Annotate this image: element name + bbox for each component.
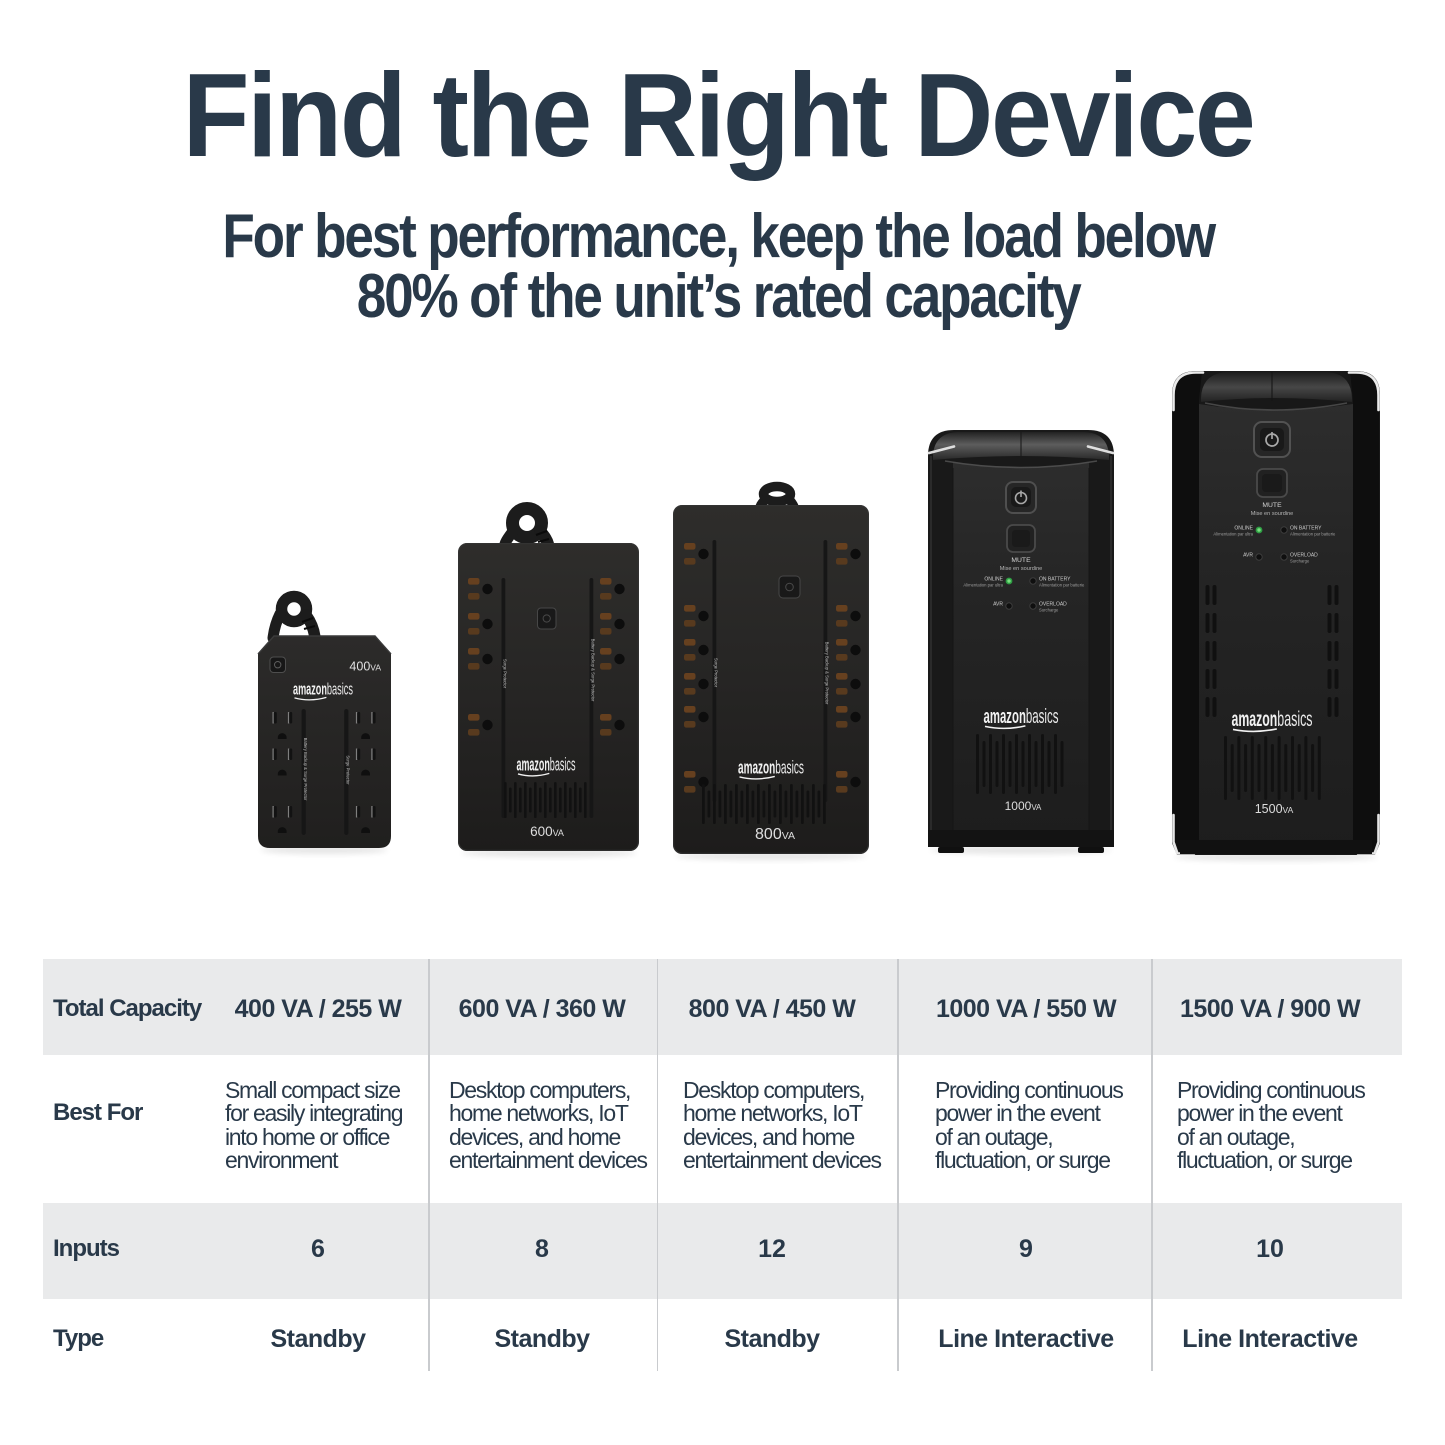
svg-text:amazon: amazon <box>293 681 327 699</box>
svg-text:1000VA: 1000VA <box>1005 799 1042 813</box>
svg-text:Mise en sourdine: Mise en sourdine <box>1251 511 1294 517</box>
svg-text:AVR: AVR <box>1243 553 1253 559</box>
svg-text:AVR: AVR <box>993 602 1003 608</box>
svg-text:Battery Backup & Surge Protect: Battery Backup & Surge Protector <box>825 642 830 705</box>
svg-text:amazon: amazon <box>984 706 1026 728</box>
svg-text:Alimentation par batterie: Alimentation par batterie <box>1290 532 1336 537</box>
svg-text:Alimentation par batterie: Alimentation par batterie <box>1039 583 1085 588</box>
svg-text:basics: basics <box>327 681 353 699</box>
svg-text:ON BATTERY: ON BATTERY <box>1039 577 1071 583</box>
svg-text:ONLINE: ONLINE <box>984 577 1003 583</box>
svg-text:600VA: 600VA <box>530 824 564 839</box>
svg-text:MUTE: MUTE <box>1011 557 1031 564</box>
svg-text:Alimentation par ultra: Alimentation par ultra <box>1213 532 1253 537</box>
svg-text:800VA: 800VA <box>755 826 795 843</box>
svg-text:Battery Backup & Surge Protect: Battery Backup & Surge Protector <box>591 639 596 702</box>
svg-text:ONLINE: ONLINE <box>1234 526 1253 532</box>
svg-text:Surge Protector: Surge Protector <box>714 658 719 688</box>
svg-text:Surge Protector: Surge Protector <box>503 659 508 689</box>
svg-text:Mise en sourdine: Mise en sourdine <box>1000 566 1043 572</box>
svg-text:basics: basics <box>1026 706 1059 728</box>
svg-text:amazon: amazon <box>1232 708 1278 731</box>
svg-text:Surcharge: Surcharge <box>1290 559 1310 564</box>
svg-text:basics: basics <box>775 758 804 778</box>
svg-text:1500VA: 1500VA <box>1255 802 1294 816</box>
svg-text:ON BATTERY: ON BATTERY <box>1290 526 1322 532</box>
svg-text:basics: basics <box>1277 708 1312 731</box>
svg-text:Surcharge: Surcharge <box>1039 608 1059 613</box>
svg-text:Battery Backup & Surge Protect: Battery Backup & Surge Protector <box>303 738 308 801</box>
svg-text:amazon: amazon <box>738 758 775 778</box>
svg-text:400VA: 400VA <box>349 660 381 674</box>
svg-text:amazon: amazon <box>517 755 550 775</box>
svg-text:Alimentation par ultra: Alimentation par ultra <box>963 583 1003 588</box>
svg-text:MUTE: MUTE <box>1262 502 1282 509</box>
svg-text:OVERLOAD: OVERLOAD <box>1039 602 1067 608</box>
svg-text:Surge Protector: Surge Protector <box>346 755 351 785</box>
svg-text:basics: basics <box>550 755 576 775</box>
svg-text:OVERLOAD: OVERLOAD <box>1290 553 1318 559</box>
